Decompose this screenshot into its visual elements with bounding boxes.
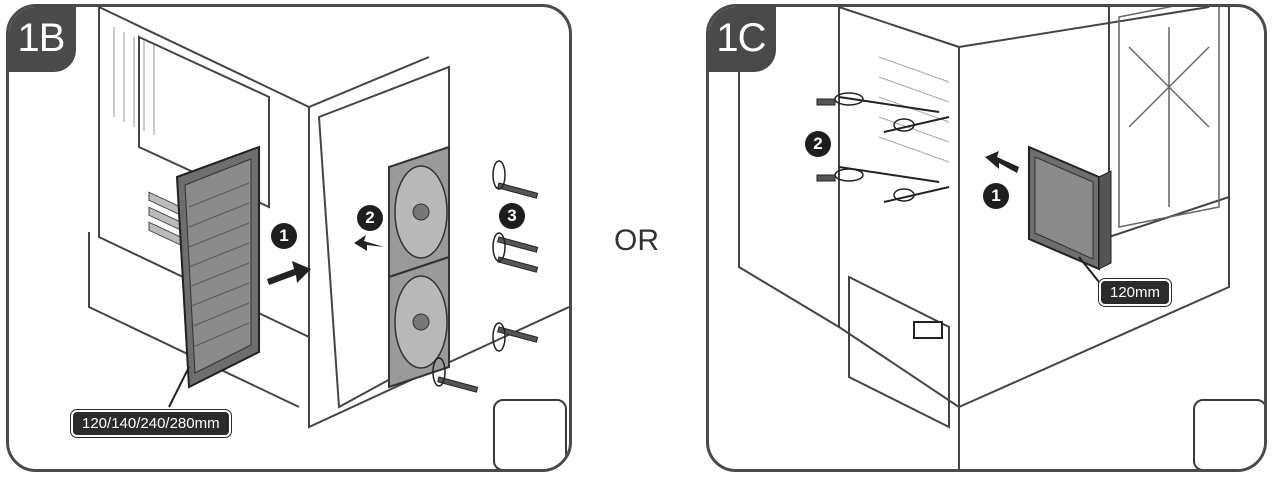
step-badge-2: 2 [805, 131, 831, 157]
screws-1b [437, 182, 539, 393]
insert-arrow-1c [985, 151, 1019, 173]
step-badge-1: 1 [983, 183, 1009, 209]
insert-arrow-1b [267, 261, 311, 285]
step-label-1c: 1C [709, 7, 776, 72]
power-socket [913, 321, 943, 339]
radiator-1b [175, 145, 260, 389]
rear-mesh [878, 56, 950, 163]
case-illustration-1c [738, 7, 1235, 469]
step-badge-1: 1 [271, 223, 297, 249]
radiator-1c [1028, 145, 1112, 271]
screws-1c [816, 98, 836, 182]
panel-1c: 1C 120mm 1 2 [706, 4, 1267, 472]
step-badge-2: 2 [357, 205, 383, 231]
panel-1b: 1B 120/140/240/280mm 1 2 3 [6, 4, 572, 472]
pc-case-rear-outline [738, 7, 1230, 469]
mesh-area [113, 27, 155, 135]
fan-top-1b [388, 145, 450, 279]
radiator-size-tag-1b: 120/140/240/280mm [71, 410, 231, 437]
psu-bay [848, 275, 950, 429]
radiator-size-tag-1c: 120mm [1099, 279, 1172, 306]
front-fan-grille [1118, 7, 1220, 228]
screw-arrows-1c [838, 96, 950, 203]
rotate-arrow-icon [834, 92, 915, 202]
case-illustration-1b [88, 7, 569, 463]
tool-box-1c [1193, 399, 1264, 469]
size-pointer-1c [1078, 256, 1100, 283]
step-badge-3: 3 [499, 203, 525, 229]
size-pointer-1b [168, 366, 190, 408]
or-separator: OR [614, 224, 659, 257]
tool-box-1b [493, 399, 567, 469]
pc-case-outline [88, 7, 569, 429]
step-label-1b: 1B [9, 7, 76, 72]
fan-bottom-1b [388, 255, 450, 389]
fan-arrow-1b [354, 235, 384, 251]
rotate-arrow-icon [432, 160, 506, 387]
